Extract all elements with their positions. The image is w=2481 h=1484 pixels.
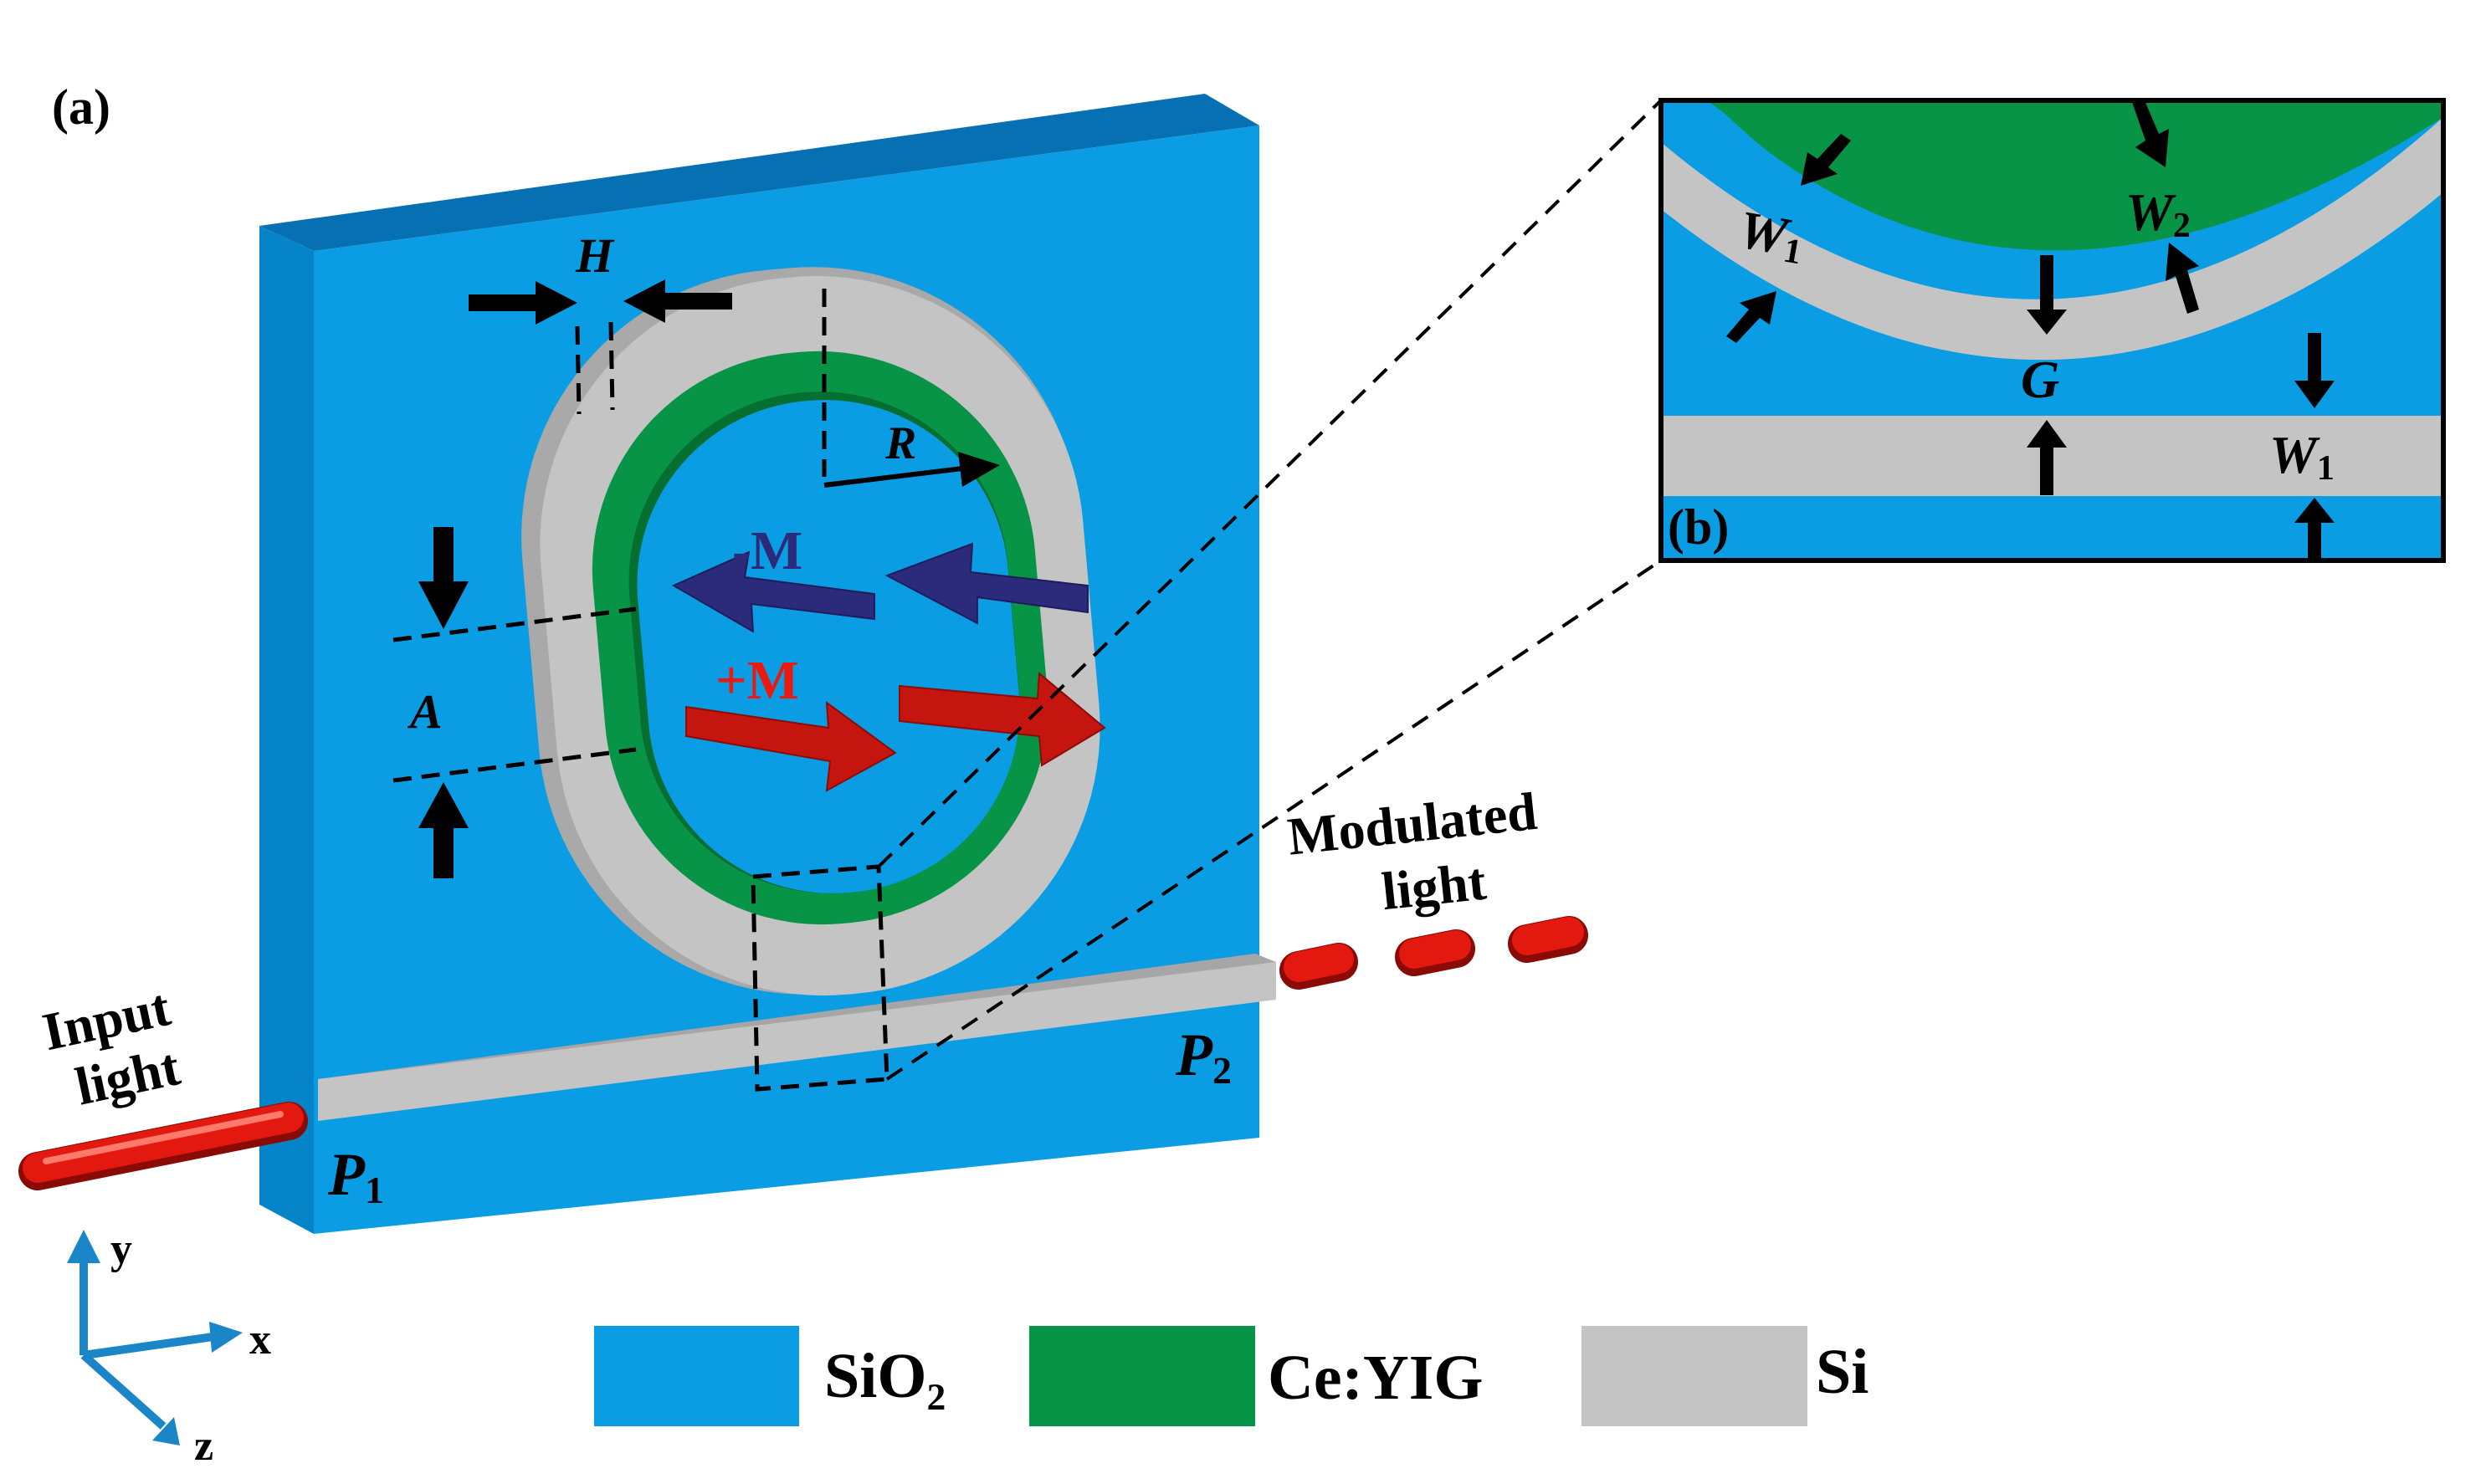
panel-a: (a): [18, 79, 1663, 1470]
plus-m-arrow-left-icon: [685, 700, 897, 792]
a-arrow-down-icon: [418, 527, 469, 629]
dimension-guides: [392, 289, 827, 783]
modulated-light-label: Modulatedlight: [1284, 781, 1546, 930]
plus-m-label: +M: [715, 650, 799, 711]
g-arrow-up-icon: [2027, 420, 2067, 495]
minus-m-arrow-left-icon: [671, 550, 875, 633]
x-axis-label: x: [249, 1316, 271, 1364]
w2-label: W2: [2125, 182, 2191, 245]
port-p2-label: P2: [1175, 1021, 1232, 1092]
w2-arrow-bottom-icon: [2166, 243, 2199, 314]
panel-b: W2 W1 G W1 (b): [1658, 98, 2446, 563]
a-label: A: [408, 684, 443, 739]
g-arrow-down-icon: [2027, 255, 2067, 335]
x-axis-arrow-icon: [209, 1322, 243, 1353]
modulated-light-beam: [1279, 916, 1588, 990]
racetrack-ring: [521, 267, 1100, 996]
input-light-beam: [18, 1102, 308, 1190]
y-axis-label: y: [110, 1226, 132, 1273]
w1-bus-label: W1: [2269, 425, 2335, 488]
y-axis-arrow-icon: [67, 1230, 100, 1263]
panel-b-label: (b): [1668, 499, 1729, 555]
ring-center-substrate: [637, 400, 1020, 893]
h-arrow-left-icon: [469, 281, 577, 325]
legend-swatch-si: [1581, 1326, 1807, 1426]
w1-ring-label: W1: [1734, 199, 1809, 272]
minus-m-arrow-right-icon: [884, 542, 1089, 625]
h-dimension: H: [469, 228, 732, 325]
g-label: G: [2021, 350, 2059, 409]
port-p1-label: P1: [327, 1141, 384, 1211]
panel-b-frame: [1658, 98, 2446, 563]
legend-item-ceyig: Ce:YIG: [1029, 1326, 1484, 1426]
a-arrow-up-icon: [418, 782, 469, 878]
panel-a-label: (a): [52, 79, 110, 135]
r-label: R: [884, 417, 916, 469]
bus-waveguide: [318, 954, 1276, 1121]
h-label: H: [575, 228, 615, 283]
r-dimension: R: [823, 417, 1000, 488]
legend-item-si: Si: [1581, 1326, 1868, 1426]
zoom-connector-lines: [877, 99, 1663, 1081]
coordinate-axes: y x z: [67, 1226, 271, 1470]
legend-label-ceyig: Ce:YIG: [1268, 1343, 1484, 1413]
legend-swatch-ceyig: [1029, 1326, 1255, 1426]
legend-item-sio2: SiO₂: [594, 1326, 946, 1426]
panel-b-si-ring: [1661, 117, 2443, 361]
legend-label-si: Si: [1816, 1337, 1868, 1407]
minus-m-label: -M: [732, 520, 802, 581]
h-arrow-right-icon: [623, 279, 732, 323]
z-axis-arrow-icon: [152, 1417, 180, 1446]
w1-bus-arrow-down-icon: [2294, 333, 2335, 408]
z-axis-label: z: [194, 1422, 213, 1470]
substrate-top-face: [259, 94, 1259, 251]
input-light-label: Inputlight: [38, 977, 188, 1121]
legend: SiO₂ Ce:YIG Si: [594, 1326, 1868, 1426]
a-dimension: A: [408, 527, 469, 878]
panel-b-ceyig-band: [1711, 100, 2443, 251]
bus-waveguide-face: [318, 962, 1276, 1121]
w1-bus-arrow-up-icon: [2294, 498, 2335, 559]
r-arrowhead-icon: [958, 452, 1000, 487]
w2-arrow-top-icon: [2132, 99, 2169, 167]
w1-ring-arrow-top-icon: [1801, 134, 1851, 186]
legend-swatch-sio2: [594, 1326, 799, 1426]
w1-ring-arrow-bottom-icon: [1726, 291, 1776, 343]
substrate-side-face: [259, 226, 314, 1234]
minus-m-arrows: -M: [671, 520, 1089, 633]
legend-label-sio2: SiO₂: [824, 1341, 946, 1411]
